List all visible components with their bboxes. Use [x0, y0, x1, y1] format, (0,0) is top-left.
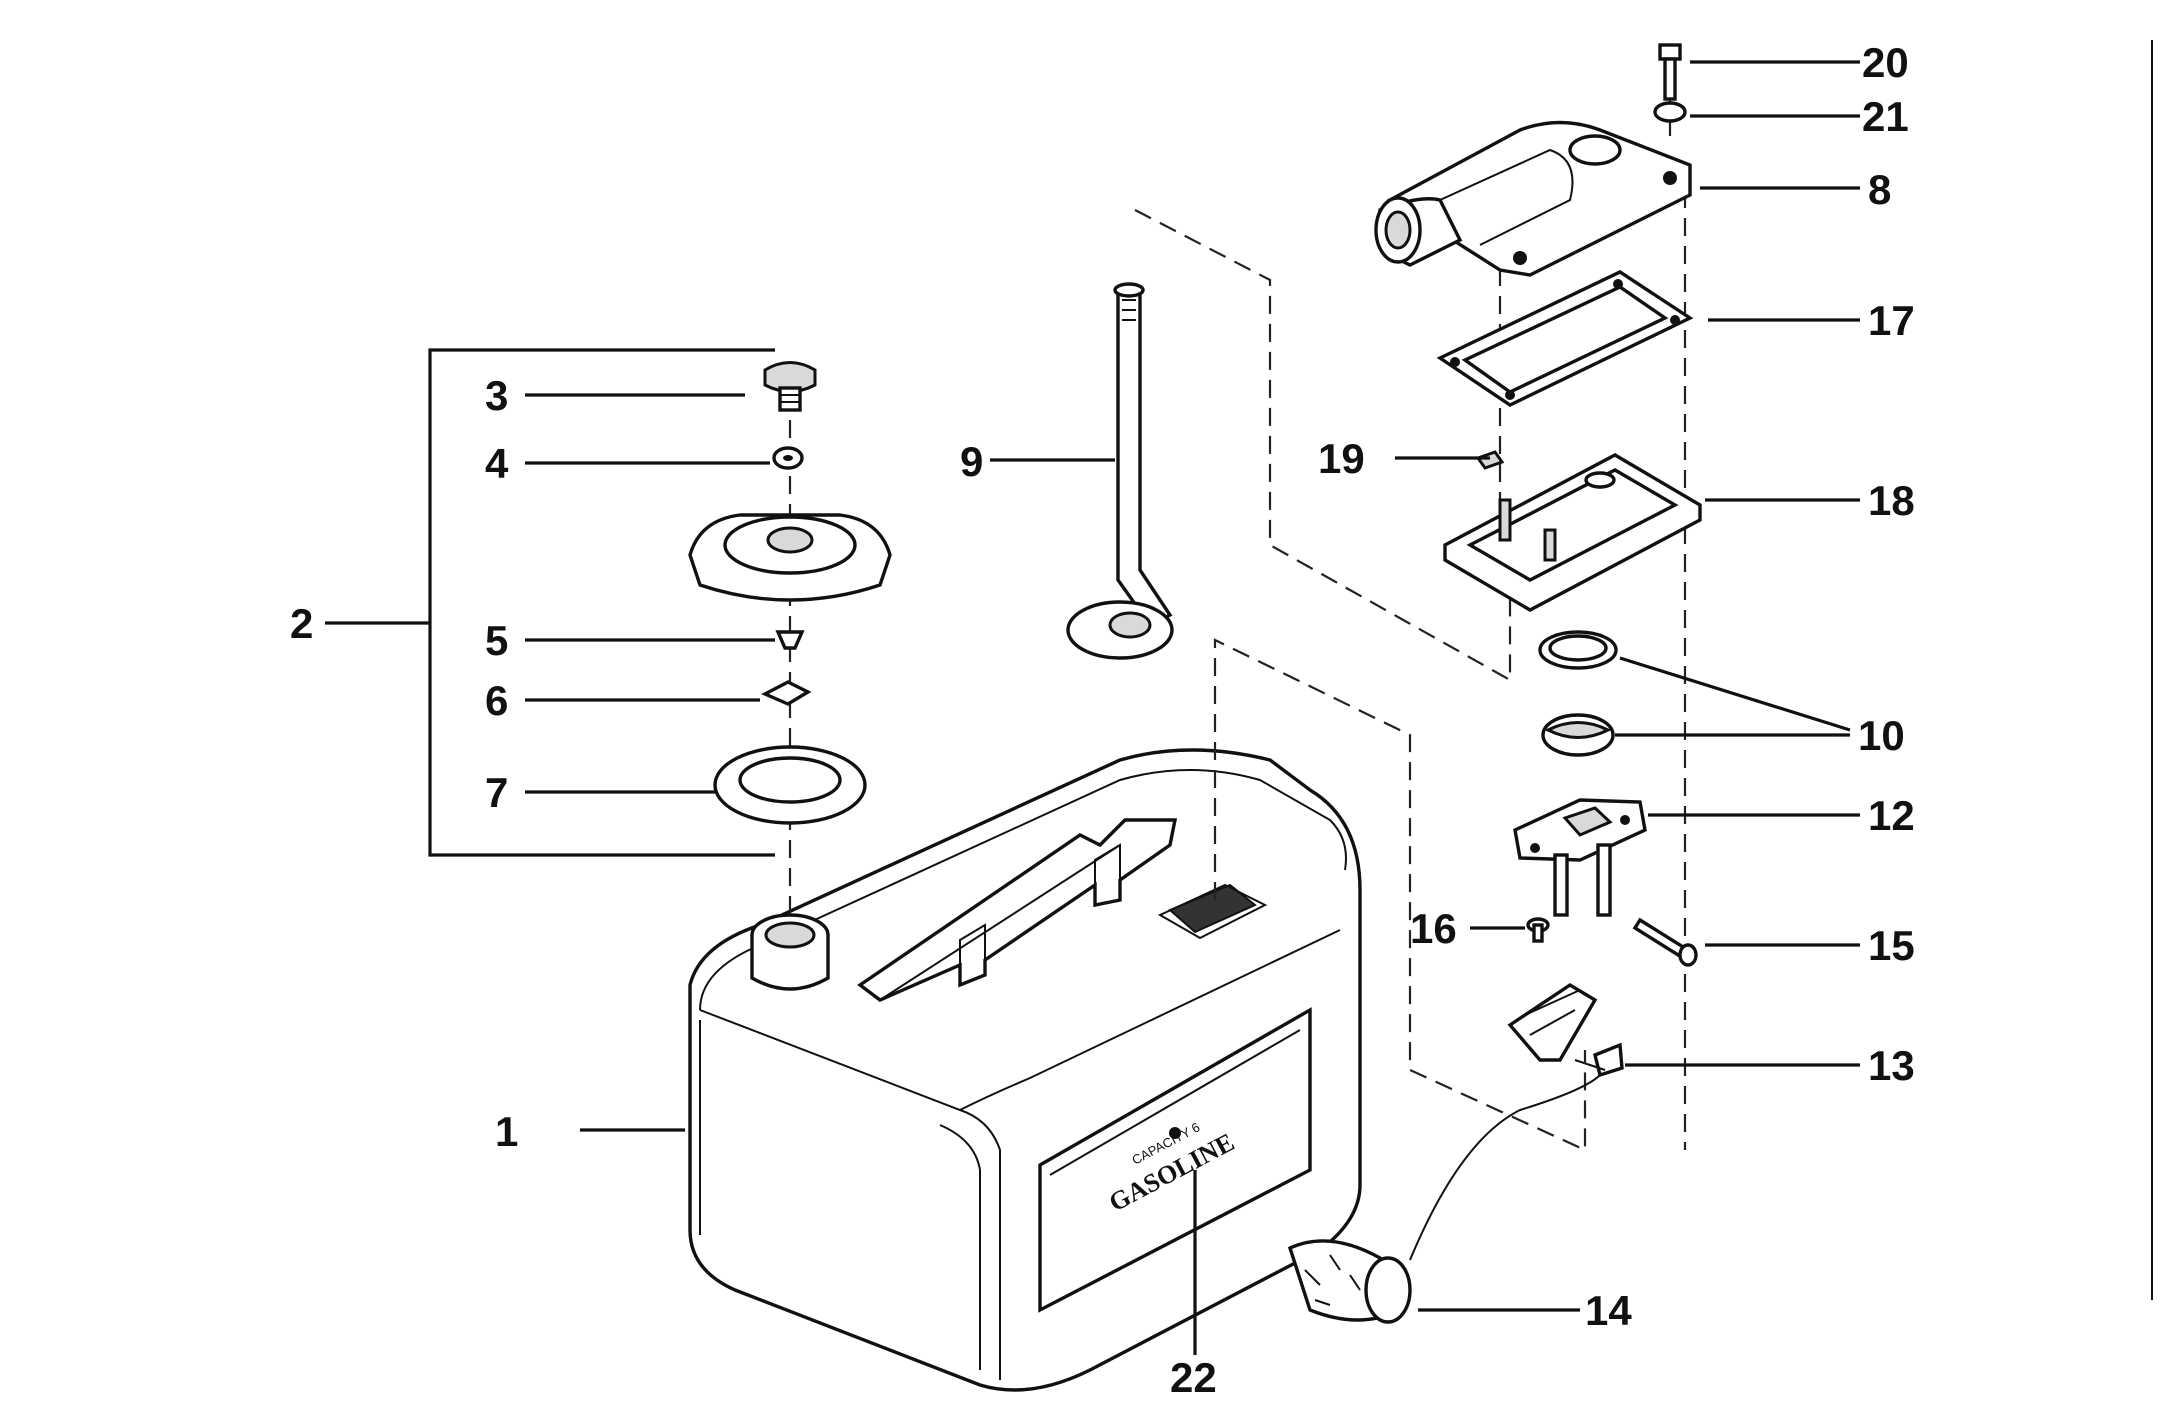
callout-17: 17 [1868, 297, 1915, 344]
vent-valve [775, 630, 805, 650]
fill-cap-assembly [325, 348, 892, 920]
callout-2: 2 [290, 600, 313, 647]
callout-13: 13 [1868, 1042, 1915, 1089]
callout-21: 21 [1862, 93, 1909, 140]
callout-10: 10 [1858, 712, 1905, 759]
cap-seal-washer [761, 680, 812, 706]
bracket-screw [1526, 917, 1550, 943]
filter-and-seal [1538, 630, 1618, 757]
callout-15: 15 [1868, 922, 1915, 969]
fuel-connector-housing [1374, 120, 1692, 277]
callout-3: 3 [485, 372, 508, 419]
callout-5: 5 [485, 617, 508, 664]
pickup-tube [990, 282, 1174, 660]
callout-12: 12 [1868, 792, 1915, 839]
leader-lines [580, 60, 1860, 1355]
callout-16: 16 [1410, 905, 1457, 952]
callout-7: 7 [485, 769, 508, 816]
fuel-tank: GASOLINE CAPACITY 6 [688, 748, 1362, 1392]
callout-8: 8 [1868, 166, 1891, 213]
gauge-base-plate [1443, 453, 1702, 612]
washer [1653, 101, 1687, 123]
callout-14: 14 [1585, 1287, 1632, 1334]
assembly-line-gauge [1213, 638, 1587, 1152]
callout-20: 20 [1862, 39, 1909, 86]
callout-18: 18 [1868, 477, 1915, 524]
callout-1: 1 [495, 1108, 518, 1155]
cap-gasket [713, 745, 867, 825]
fill-cap [688, 513, 892, 602]
screw [1658, 43, 1682, 101]
float [1287, 1239, 1412, 1324]
pivot-pin [1632, 917, 1698, 967]
float-bracket [1513, 798, 1647, 917]
callout-4: 4 [485, 440, 509, 487]
clip [1475, 450, 1505, 470]
callout-6: 6 [485, 677, 508, 724]
gasket [1436, 270, 1694, 407]
callout-19: 19 [1318, 435, 1365, 482]
assembly-line-pickup [1134, 209, 1512, 682]
float-arm [1409, 982, 1624, 1261]
callout-22: 22 [1170, 1354, 1217, 1401]
callout-9: 9 [960, 438, 983, 485]
vent-screw [763, 361, 817, 412]
